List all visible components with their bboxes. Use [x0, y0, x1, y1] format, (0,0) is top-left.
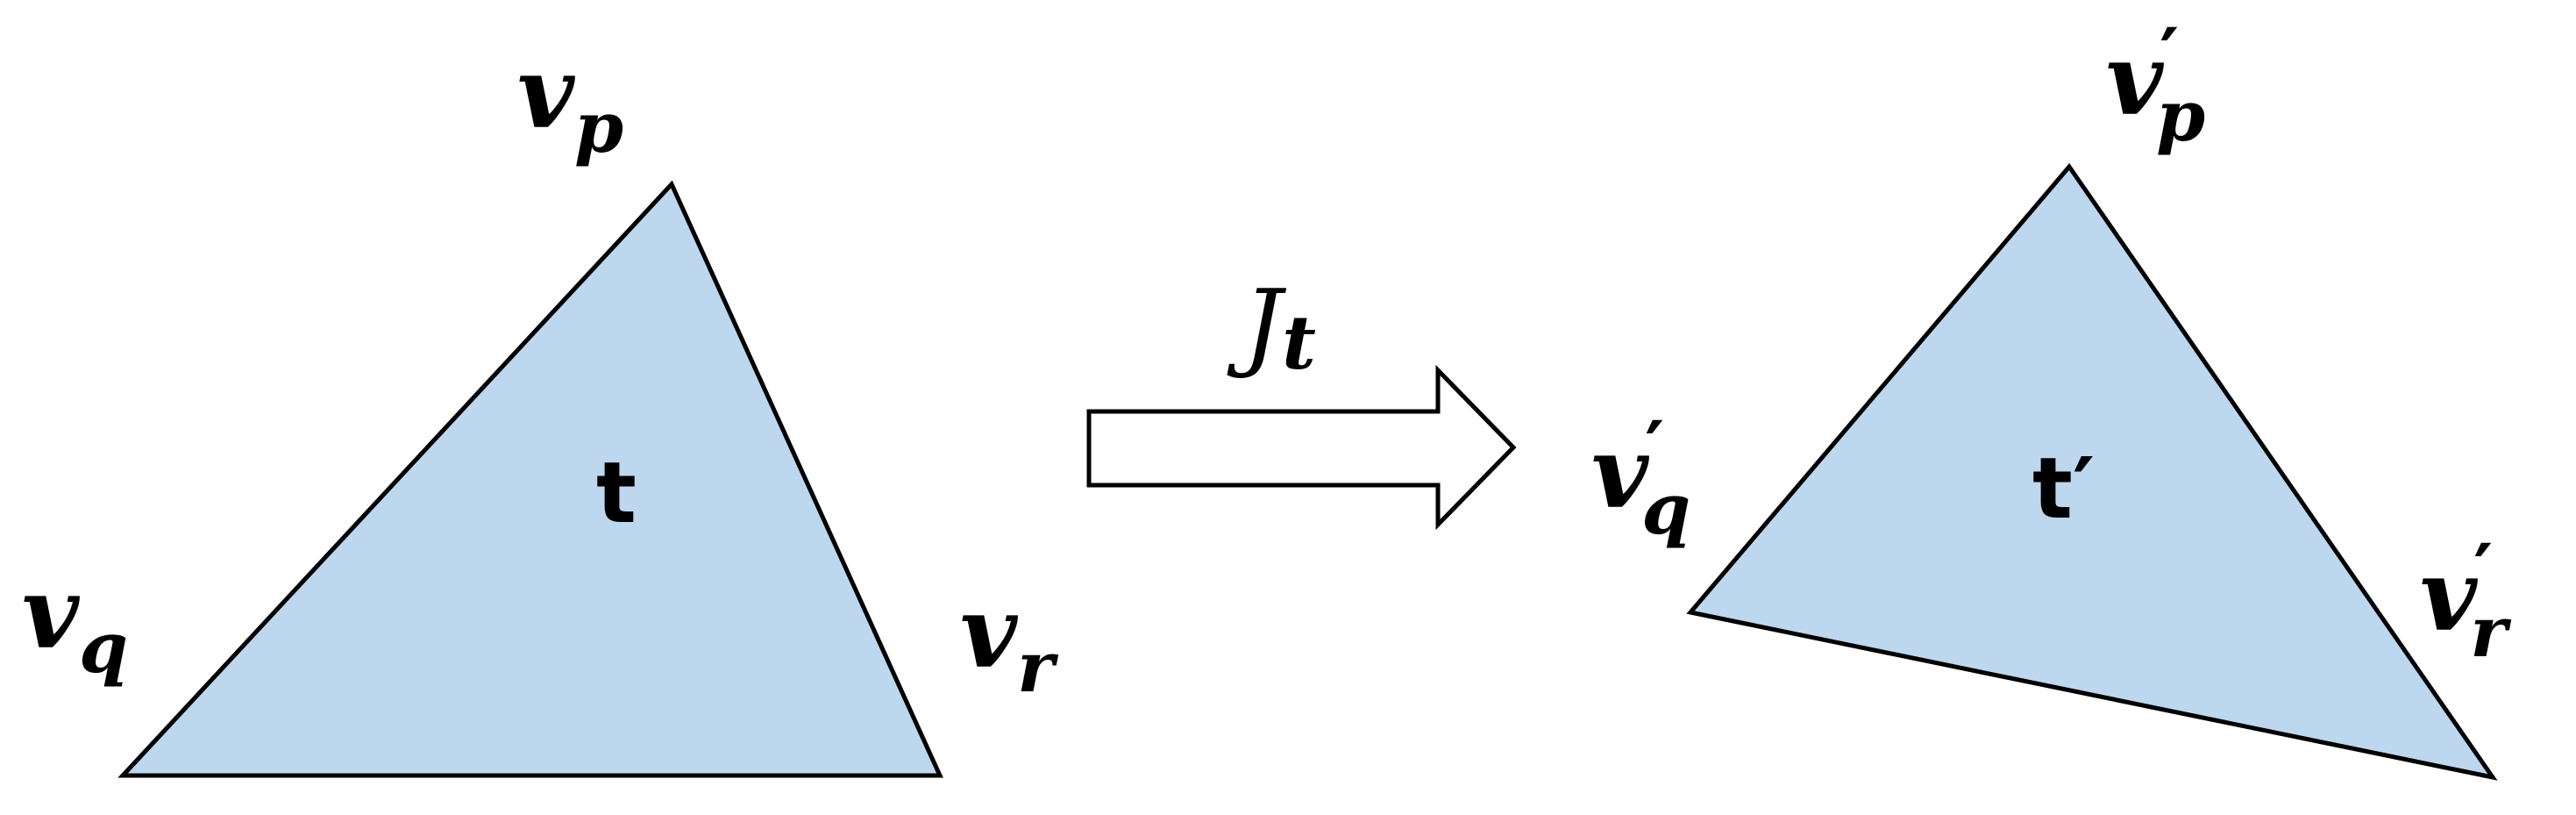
source-triangle [117, 180, 943, 778]
source-vertex-q-sub: q [79, 606, 128, 689]
source-vertex-q-base: v [22, 556, 81, 671]
target-vertex-r-label: v′r [2420, 527, 2511, 673]
mapping-label-sub: t [1282, 299, 1316, 386]
target-vertex-p-base: v [2106, 23, 2165, 138]
source-triangle-group: t [117, 180, 943, 778]
source-vertex-p-label: vp [517, 36, 623, 168]
target-triangle [1686, 162, 2498, 781]
source-vertex-p-base: v [517, 36, 576, 151]
mapping-arrow [1086, 364, 1517, 531]
source-vertex-r-base: v [960, 576, 1019, 690]
source-vertex-r-sub: r [1017, 626, 1058, 708]
mapping-arrow-group: Jt [1086, 268, 1517, 531]
target-vertex-p-sub: p [2156, 75, 2205, 157]
target-vertex-q-label: v′q [1591, 404, 1690, 550]
target-vertex-r-prime: ′ [2473, 527, 2493, 614]
target-vertex-r-sub: r [2470, 590, 2511, 673]
source-vertex-q-label: vq [22, 556, 128, 689]
target-vertex-p-prime: ′ [2160, 11, 2179, 98]
target-face-label: t′ [2032, 440, 2095, 538]
target-vertex-q-sub: q [1641, 468, 1690, 550]
target-vertex-r-base: v [2420, 539, 2479, 654]
source-vertex-p-sub: p [574, 86, 623, 168]
target-vertex-q-prime: ′ [1645, 404, 1664, 491]
target-vertex-p-label: v′p [2106, 11, 2205, 157]
target-vertex-q-base: v [1591, 416, 1650, 531]
mapping-label-base: J [1227, 268, 1287, 381]
source-vertex-r-label: vr [960, 576, 1058, 708]
source-face-label: t [596, 444, 637, 542]
target-triangle-group: t′ [1686, 162, 2498, 781]
mapping-label: Jt [1227, 268, 1316, 386]
